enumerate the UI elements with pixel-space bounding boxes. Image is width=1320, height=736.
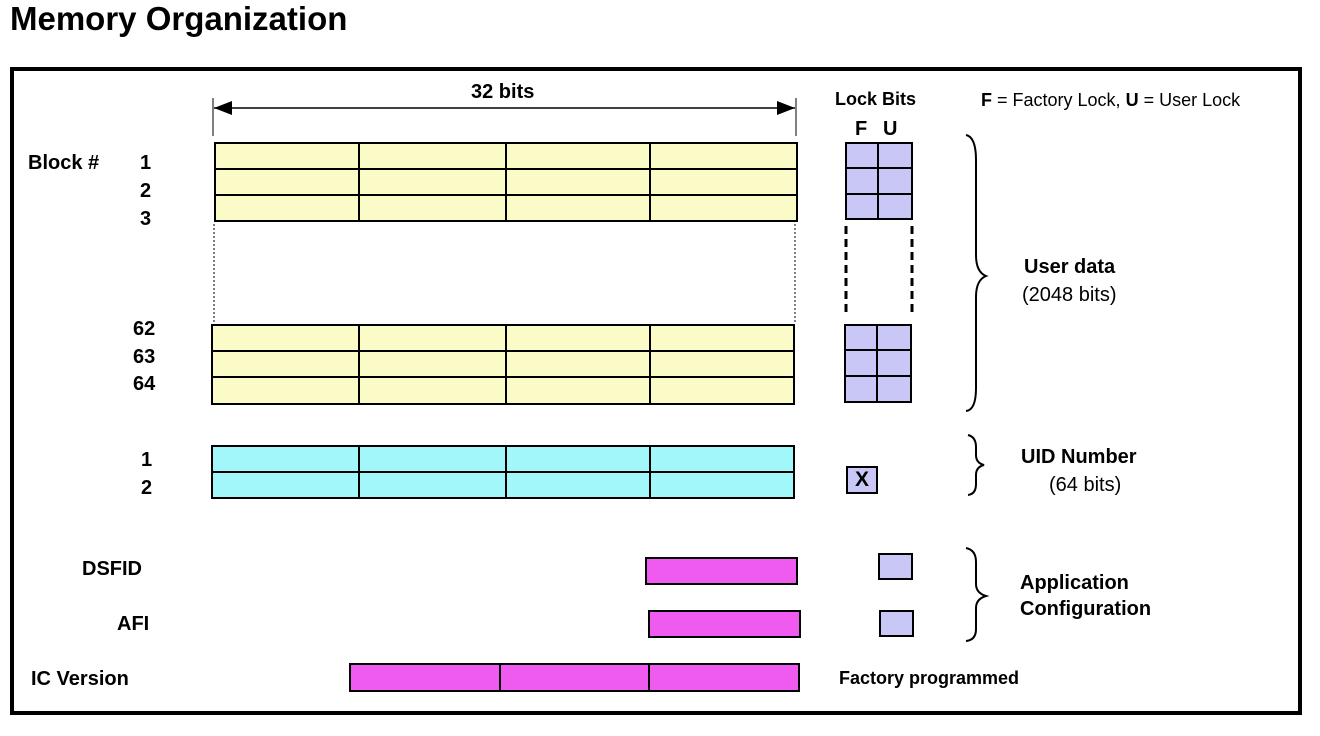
diagram-frame xyxy=(10,67,1302,715)
lock-bits-u-label: U xyxy=(883,118,898,140)
byte-divider xyxy=(505,445,507,499)
lock-bits-bottom xyxy=(844,324,912,403)
block-label-2: 2 xyxy=(140,180,152,202)
block-label-64: 64 xyxy=(133,373,156,395)
lock-row-divider xyxy=(844,375,912,377)
user-data-title: User data xyxy=(1024,256,1116,278)
user-data-size: (2048 bits) xyxy=(1022,284,1117,306)
byte-divider xyxy=(649,142,651,222)
uid-lock-x: X xyxy=(846,466,878,494)
afi-lock xyxy=(879,610,914,637)
row-divider xyxy=(211,471,795,473)
lock-row-divider xyxy=(845,193,913,195)
lock-bits-header: Lock Bits xyxy=(835,89,917,109)
user-data-blocks-bottom xyxy=(211,324,795,405)
byte-divider xyxy=(358,142,360,222)
afi-byte xyxy=(648,610,801,638)
block-label-1: 1 xyxy=(140,152,152,174)
uid-size: (64 bits) xyxy=(1049,474,1122,496)
row-divider xyxy=(211,350,795,352)
lock-row-divider xyxy=(845,167,913,169)
block-number-label: Block # xyxy=(28,152,100,174)
byte-divider xyxy=(499,663,501,692)
dsfid-label: DSFID xyxy=(82,558,142,580)
uid-title: UID Number xyxy=(1021,446,1137,468)
lock-row-divider xyxy=(844,349,912,351)
legend-f-key: F xyxy=(981,90,992,110)
ic-version-label: IC Version xyxy=(31,668,129,690)
ic-version-bytes xyxy=(349,663,800,692)
uid-block-label-1: 1 xyxy=(141,449,153,471)
app-config-title-line2: Configuration xyxy=(1020,598,1152,620)
page-title: Memory Organization xyxy=(10,0,348,37)
byte-divider xyxy=(358,324,360,405)
byte-divider xyxy=(648,663,650,692)
byte-divider xyxy=(649,324,651,405)
dsfid-lock xyxy=(878,553,913,580)
uid-brace xyxy=(967,434,985,496)
width-label: 32 bits xyxy=(471,81,535,103)
lock-bits-f-label: F xyxy=(855,118,868,140)
app-config-title-line1: Application xyxy=(1020,572,1129,594)
lock-col-divider xyxy=(877,142,879,220)
byte-divider xyxy=(358,445,360,499)
block-label-3: 3 xyxy=(140,208,152,230)
legend-f-text: = Factory Lock, xyxy=(992,90,1126,110)
block-label-62: 62 xyxy=(133,318,156,340)
width-arrow-left-head xyxy=(214,101,232,115)
lock-legend: F = Factory Lock, U = User Lock xyxy=(981,90,1240,111)
factory-programmed-note: Factory programmed xyxy=(839,668,1020,688)
block-label-63: 63 xyxy=(133,346,156,368)
lock-col-divider xyxy=(876,324,878,403)
byte-divider xyxy=(505,142,507,222)
app-config-brace xyxy=(965,547,990,642)
uid-block-label-2: 2 xyxy=(141,477,153,499)
legend-u-key: U xyxy=(1125,90,1139,110)
width-arrow-right-head xyxy=(777,101,795,115)
dsfid-byte xyxy=(645,557,798,585)
afi-label: AFI xyxy=(117,613,150,635)
byte-divider xyxy=(505,324,507,405)
lock-bits-top xyxy=(845,142,913,220)
byte-divider xyxy=(649,445,651,499)
legend-u-text: = User Lock xyxy=(1138,90,1241,110)
row-divider xyxy=(211,376,795,378)
user-data-brace xyxy=(965,134,989,412)
